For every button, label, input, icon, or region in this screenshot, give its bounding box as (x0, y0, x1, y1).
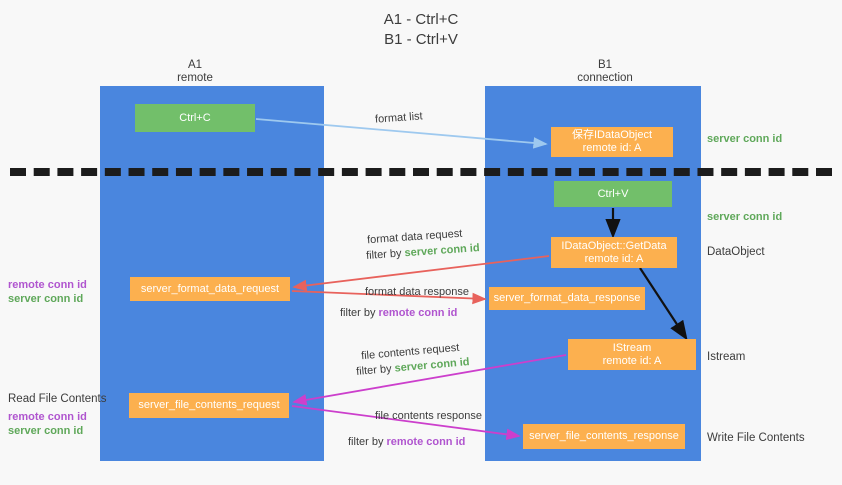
page-title: A1 - Ctrl+C B1 - Ctrl+V (0, 10, 842, 50)
annotation-write-file-contents: Write File Contents (707, 432, 805, 444)
node-server-format-data-request-label: server_format_data_request (140, 282, 280, 295)
column-a1-name: A1 (187, 59, 203, 71)
annotation-read-file-contents: Read File Contents (8, 393, 107, 405)
node-server-file-contents-response-label: server_file_contents_response (529, 430, 679, 442)
node-ctrl-c-label: Ctrl+C (179, 111, 211, 124)
node-getdata-sub: remote id: A (584, 252, 644, 265)
node-istream-label: IStream (612, 341, 652, 354)
annotation-left-conn-ids-1: remote conn id server conn id (8, 278, 87, 306)
node-getdata[interactable]: IDataObject::GetData remote id: A (551, 237, 677, 268)
annotation-remote-conn-id-1: remote conn id (8, 279, 87, 291)
annotation-server-conn-id-mid: server conn id (707, 211, 783, 223)
node-save-idataobject[interactable]: 保存IDataObject remote id: A (551, 127, 673, 157)
annotation-remote-conn-id-2: remote conn id (8, 411, 87, 423)
edge-label-format-data-response: format data response (365, 286, 469, 298)
annotation-dataobject: DataObject (707, 246, 765, 258)
node-ctrl-v-label: Ctrl+V (597, 187, 629, 200)
filter-value-remote-conn-id: remote conn id (378, 307, 458, 319)
filter-value-remote-conn-id: remote conn id (386, 436, 466, 448)
column-header-b1: B1 connection (530, 59, 680, 85)
edge-filter-format-data-response: filter by remote conn id (340, 306, 457, 320)
node-server-format-data-response-label: server_format_data_response (493, 292, 641, 304)
node-server-format-data-response[interactable]: server_format_data_response (489, 287, 645, 310)
annotation-left-read-file-block: Read File Contents remote conn id server… (8, 392, 106, 438)
column-b1-name: B1 (597, 59, 613, 71)
node-server-file-contents-request[interactable]: server_file_contents_request (129, 393, 289, 418)
filter-prefix: filter by (355, 362, 396, 378)
node-ctrl-c[interactable]: Ctrl+C (135, 104, 255, 132)
node-istream[interactable]: IStream remote id: A (568, 339, 696, 370)
node-server-file-contents-response[interactable]: server_file_contents_response (523, 424, 685, 449)
annotation-istream: Istream (707, 351, 746, 363)
filter-value-server-conn-id: server conn id (404, 242, 480, 260)
column-header-a1: A1 remote (120, 59, 270, 85)
filter-prefix: filter by (365, 247, 405, 262)
node-save-idataobject-label: 保存IDataObject (571, 129, 653, 141)
node-server-file-contents-request-label: server_file_contents_request (138, 399, 280, 411)
node-ctrl-v[interactable]: Ctrl+V (554, 181, 672, 207)
title-line-1: A1 - Ctrl+C (383, 11, 459, 28)
title-line-2: B1 - Ctrl+V (384, 31, 458, 48)
column-a1-role: remote (177, 72, 213, 84)
edge-filter-file-contents-response: filter by remote conn id (348, 435, 465, 449)
filter-prefix: filter by (348, 436, 387, 448)
node-save-idataobject-sub: remote id: A (582, 142, 642, 154)
column-b1-role: connection (577, 72, 633, 84)
edge-label-file-contents-response: file contents response (375, 410, 483, 422)
phase-divider (10, 168, 832, 176)
edge-label-format-list: format list (374, 110, 424, 126)
annotation-server-conn-id-top: server conn id (707, 133, 783, 145)
annotation-server-conn-id-1: server conn id (8, 293, 84, 305)
node-istream-sub: remote id: A (602, 354, 662, 367)
node-getdata-label: IDataObject::GetData (561, 239, 667, 252)
annotation-server-conn-id-2: server conn id (8, 425, 84, 437)
node-server-format-data-request[interactable]: server_format_data_request (130, 277, 290, 301)
filter-prefix: filter by (340, 307, 379, 319)
